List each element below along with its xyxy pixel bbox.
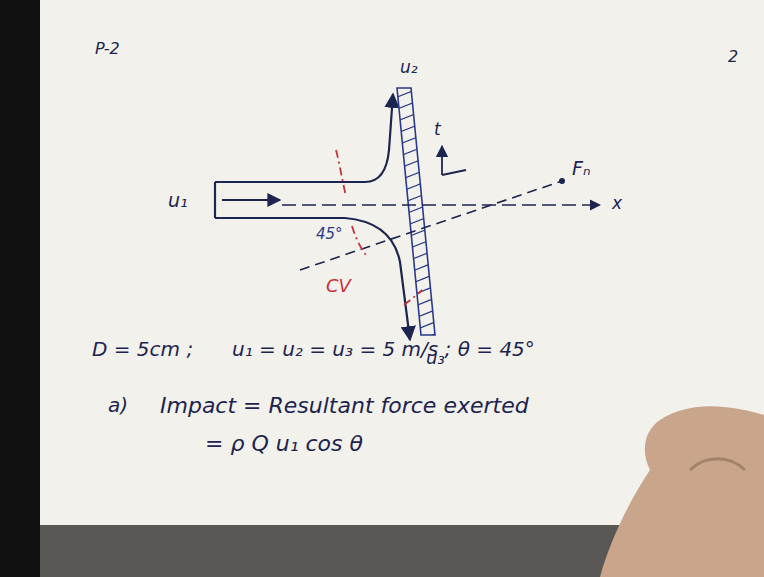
margin [0, 0, 40, 577]
formula: = ρ Q u₁ cos θ [205, 432, 363, 456]
given-data: D = 5cm ; [92, 338, 193, 360]
n-axis [442, 170, 466, 175]
plate-hatching [390, 80, 440, 352]
jet-upper-edge [215, 181, 365, 183]
jet-lower-edge [215, 217, 345, 219]
jet-velocity-arrow [222, 199, 280, 201]
statement: Impact = Resultant force exerted [160, 394, 529, 418]
finger-crease [690, 459, 745, 470]
part-label: a) [108, 394, 128, 416]
inclined-plate [397, 88, 435, 335]
velocity-label: u₁ [168, 190, 188, 211]
angle-label: 45° [316, 226, 343, 243]
t-axis [441, 146, 443, 175]
velocity-label: u₂ [400, 58, 418, 77]
force-point [559, 178, 565, 184]
jet-inlet [214, 182, 216, 218]
normal-line [300, 181, 562, 270]
force-label: Fₙ [572, 158, 591, 179]
hand [600, 406, 764, 577]
sheet-number: 2 [728, 48, 738, 66]
x-axis [282, 204, 600, 206]
axis-label: t [434, 120, 441, 139]
upper-deflected-stream [365, 94, 393, 182]
given-data: u₁ = u₂ = u₃ = 5 m/s ; θ = 45° [232, 338, 535, 360]
page-number: P-2 [95, 40, 120, 58]
control-volume-label: CV [326, 276, 351, 296]
axis-label: x [612, 194, 622, 213]
